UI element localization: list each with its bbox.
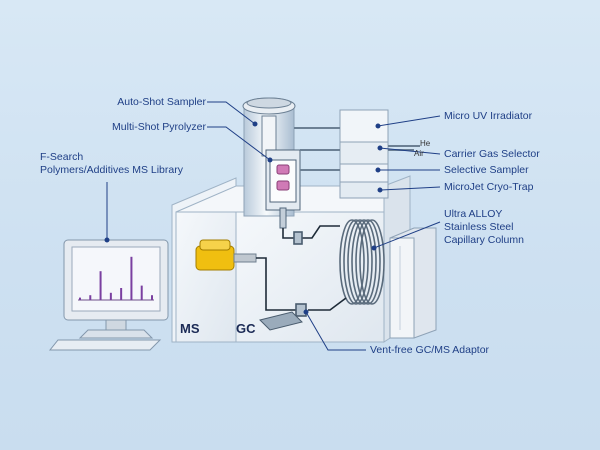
flow-lines — [256, 225, 347, 317]
gc-ms-interface-plate — [259, 311, 303, 331]
selective-sampler-box — [339, 163, 389, 183]
label-air: Air — [414, 149, 424, 158]
label-he: He — [420, 139, 431, 148]
label-selective-sampler: Selective Sampler — [444, 164, 529, 176]
label-microjet-cryo-trap: MicroJet Cryo-Trap — [444, 181, 534, 193]
leader-lines — [104, 101, 441, 351]
detector-tower — [389, 227, 437, 339]
keyboard — [48, 339, 162, 351]
carrier-gas-box — [339, 141, 389, 165]
label-stainless-steel: Stainless Steel — [444, 221, 514, 233]
label-vent-free-adaptor: Vent-free GC/MS Adaptor — [370, 344, 490, 356]
gc-unit — [235, 211, 385, 343]
accessory-stack — [294, 109, 420, 199]
label-gc: GC — [236, 321, 256, 336]
label-capillary-column: Capillary Column — [444, 234, 524, 246]
gc-ms-body — [171, 175, 411, 343]
pyrolyzer-tower — [242, 97, 301, 229]
label-multi-shot-pyrolyzer: Multi-Shot Pyrolyzer — [112, 121, 206, 133]
label-fsearch-library: Polymers/Additives MS Library — [40, 164, 183, 176]
label-ultra-alloy: Ultra ALLOY — [444, 208, 503, 220]
label-ms: MS — [180, 321, 200, 336]
computer-monitor — [48, 239, 169, 351]
label-auto-shot-sampler: Auto-Shot Sampler — [117, 96, 206, 108]
capillary-column — [339, 219, 385, 305]
label-fsearch: F-Search — [40, 151, 84, 163]
label-micro-uv-irradiator: Micro UV Irradiator — [444, 110, 533, 122]
label-carrier-gas-selector: Carrier Gas Selector — [444, 148, 540, 160]
ms-ion-source — [195, 239, 257, 271]
ms-unit — [175, 211, 237, 343]
ms-spectrum-chart — [78, 256, 154, 301]
